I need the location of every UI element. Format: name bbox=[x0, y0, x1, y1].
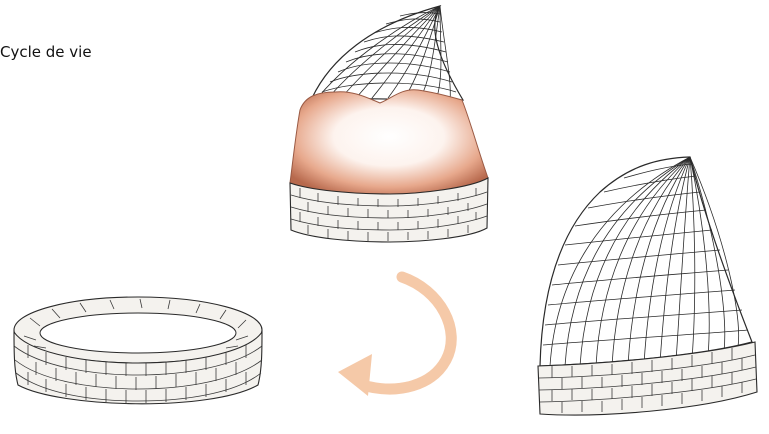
cycle-arrow-head bbox=[338, 354, 372, 396]
top-mesh-cone bbox=[312, 6, 463, 100]
stage-filled-mold bbox=[290, 6, 488, 242]
stage-stone-ring bbox=[14, 297, 262, 404]
earth-fill bbox=[290, 90, 488, 194]
dome-stone-base bbox=[538, 342, 757, 415]
cycle-arrow bbox=[338, 277, 451, 396]
dome-mesh bbox=[540, 157, 752, 366]
ring-opening bbox=[40, 313, 236, 353]
stage-woven-dome bbox=[538, 157, 757, 415]
